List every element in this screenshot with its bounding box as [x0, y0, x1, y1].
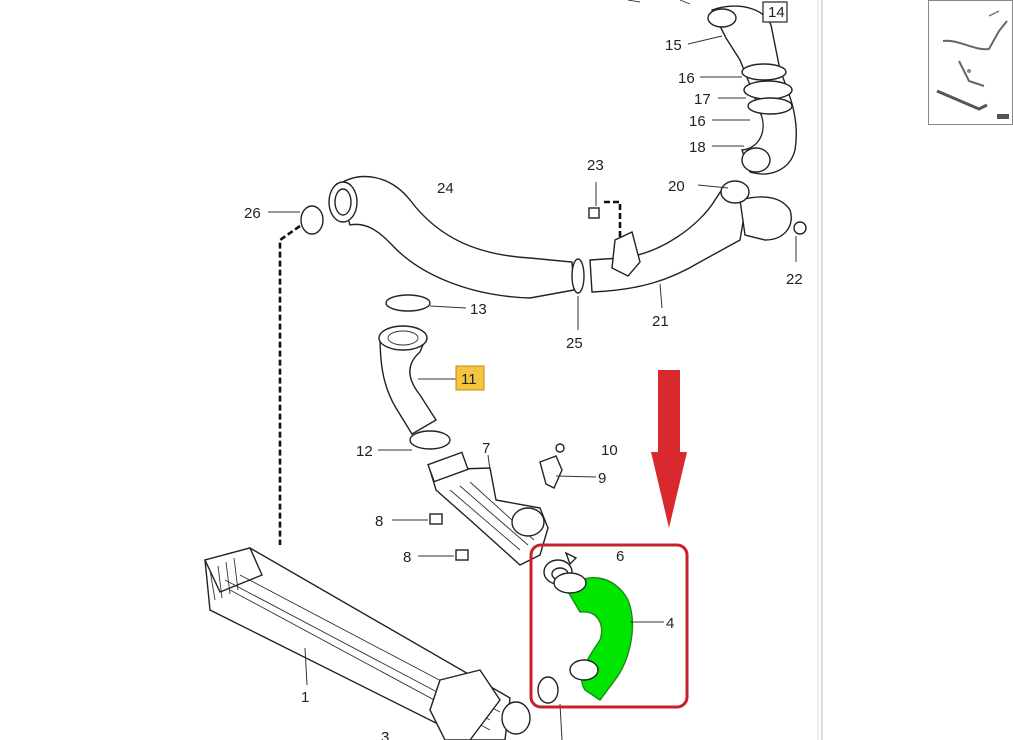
o-ring-12: [409, 430, 451, 450]
screw-10: [555, 443, 565, 453]
callout-24: 24: [437, 180, 454, 197]
callout-15: 15: [665, 37, 682, 54]
callout-3: 3: [381, 729, 389, 740]
callout-18: 18: [689, 139, 706, 156]
red-arrow-indicator: [651, 370, 687, 528]
callout-9: 9: [598, 470, 606, 487]
o-ring-26: [300, 205, 324, 235]
bolt-23: [588, 207, 600, 219]
diagram-thumbnail[interactable]: [928, 0, 1013, 125]
callout-20: 20: [668, 178, 685, 195]
callout-16a: 16: [678, 70, 695, 87]
callout-14: 14: [768, 4, 785, 21]
callout-4: 4: [666, 615, 674, 632]
callout-12: 12: [356, 443, 373, 460]
callout-23: 23: [587, 157, 604, 174]
selection-highlight-box: [529, 543, 689, 709]
callout-13: 13: [470, 301, 487, 318]
bolt-22: [793, 221, 807, 235]
callout-25: 25: [566, 335, 583, 352]
bolt-8a: [429, 513, 443, 525]
callout-17: 17: [694, 91, 711, 108]
thumbnail-image: [929, 1, 1012, 124]
callout-26: 26: [244, 205, 261, 222]
housing-7: [427, 451, 549, 566]
connector-dashed-line: [278, 224, 301, 545]
callout-10: 10: [601, 442, 618, 459]
pipe-21: [589, 180, 792, 293]
callout-16b: 16: [689, 113, 706, 130]
callout-11-box: [455, 365, 485, 391]
hose-11: [378, 325, 437, 435]
callout-1: 1: [301, 689, 309, 706]
callout-22: 22: [786, 271, 803, 288]
intercooler-1: [204, 547, 531, 740]
upper-hose-assembly: [707, 5, 798, 175]
hose-4-highlighted: [537, 551, 634, 704]
callout-8a: 8: [375, 513, 383, 530]
bolt-8b: [455, 549, 469, 561]
sensor-9: [539, 455, 563, 489]
callout-7: 7: [482, 440, 490, 457]
callout-14-box: [762, 1, 788, 23]
callout-11: 11: [461, 371, 477, 388]
callout-8b: 8: [403, 549, 411, 566]
o-ring-13: [385, 294, 431, 312]
callout-21: 21: [652, 313, 669, 330]
o-ring-25: [571, 258, 585, 294]
callout-6: 6: [616, 548, 624, 565]
